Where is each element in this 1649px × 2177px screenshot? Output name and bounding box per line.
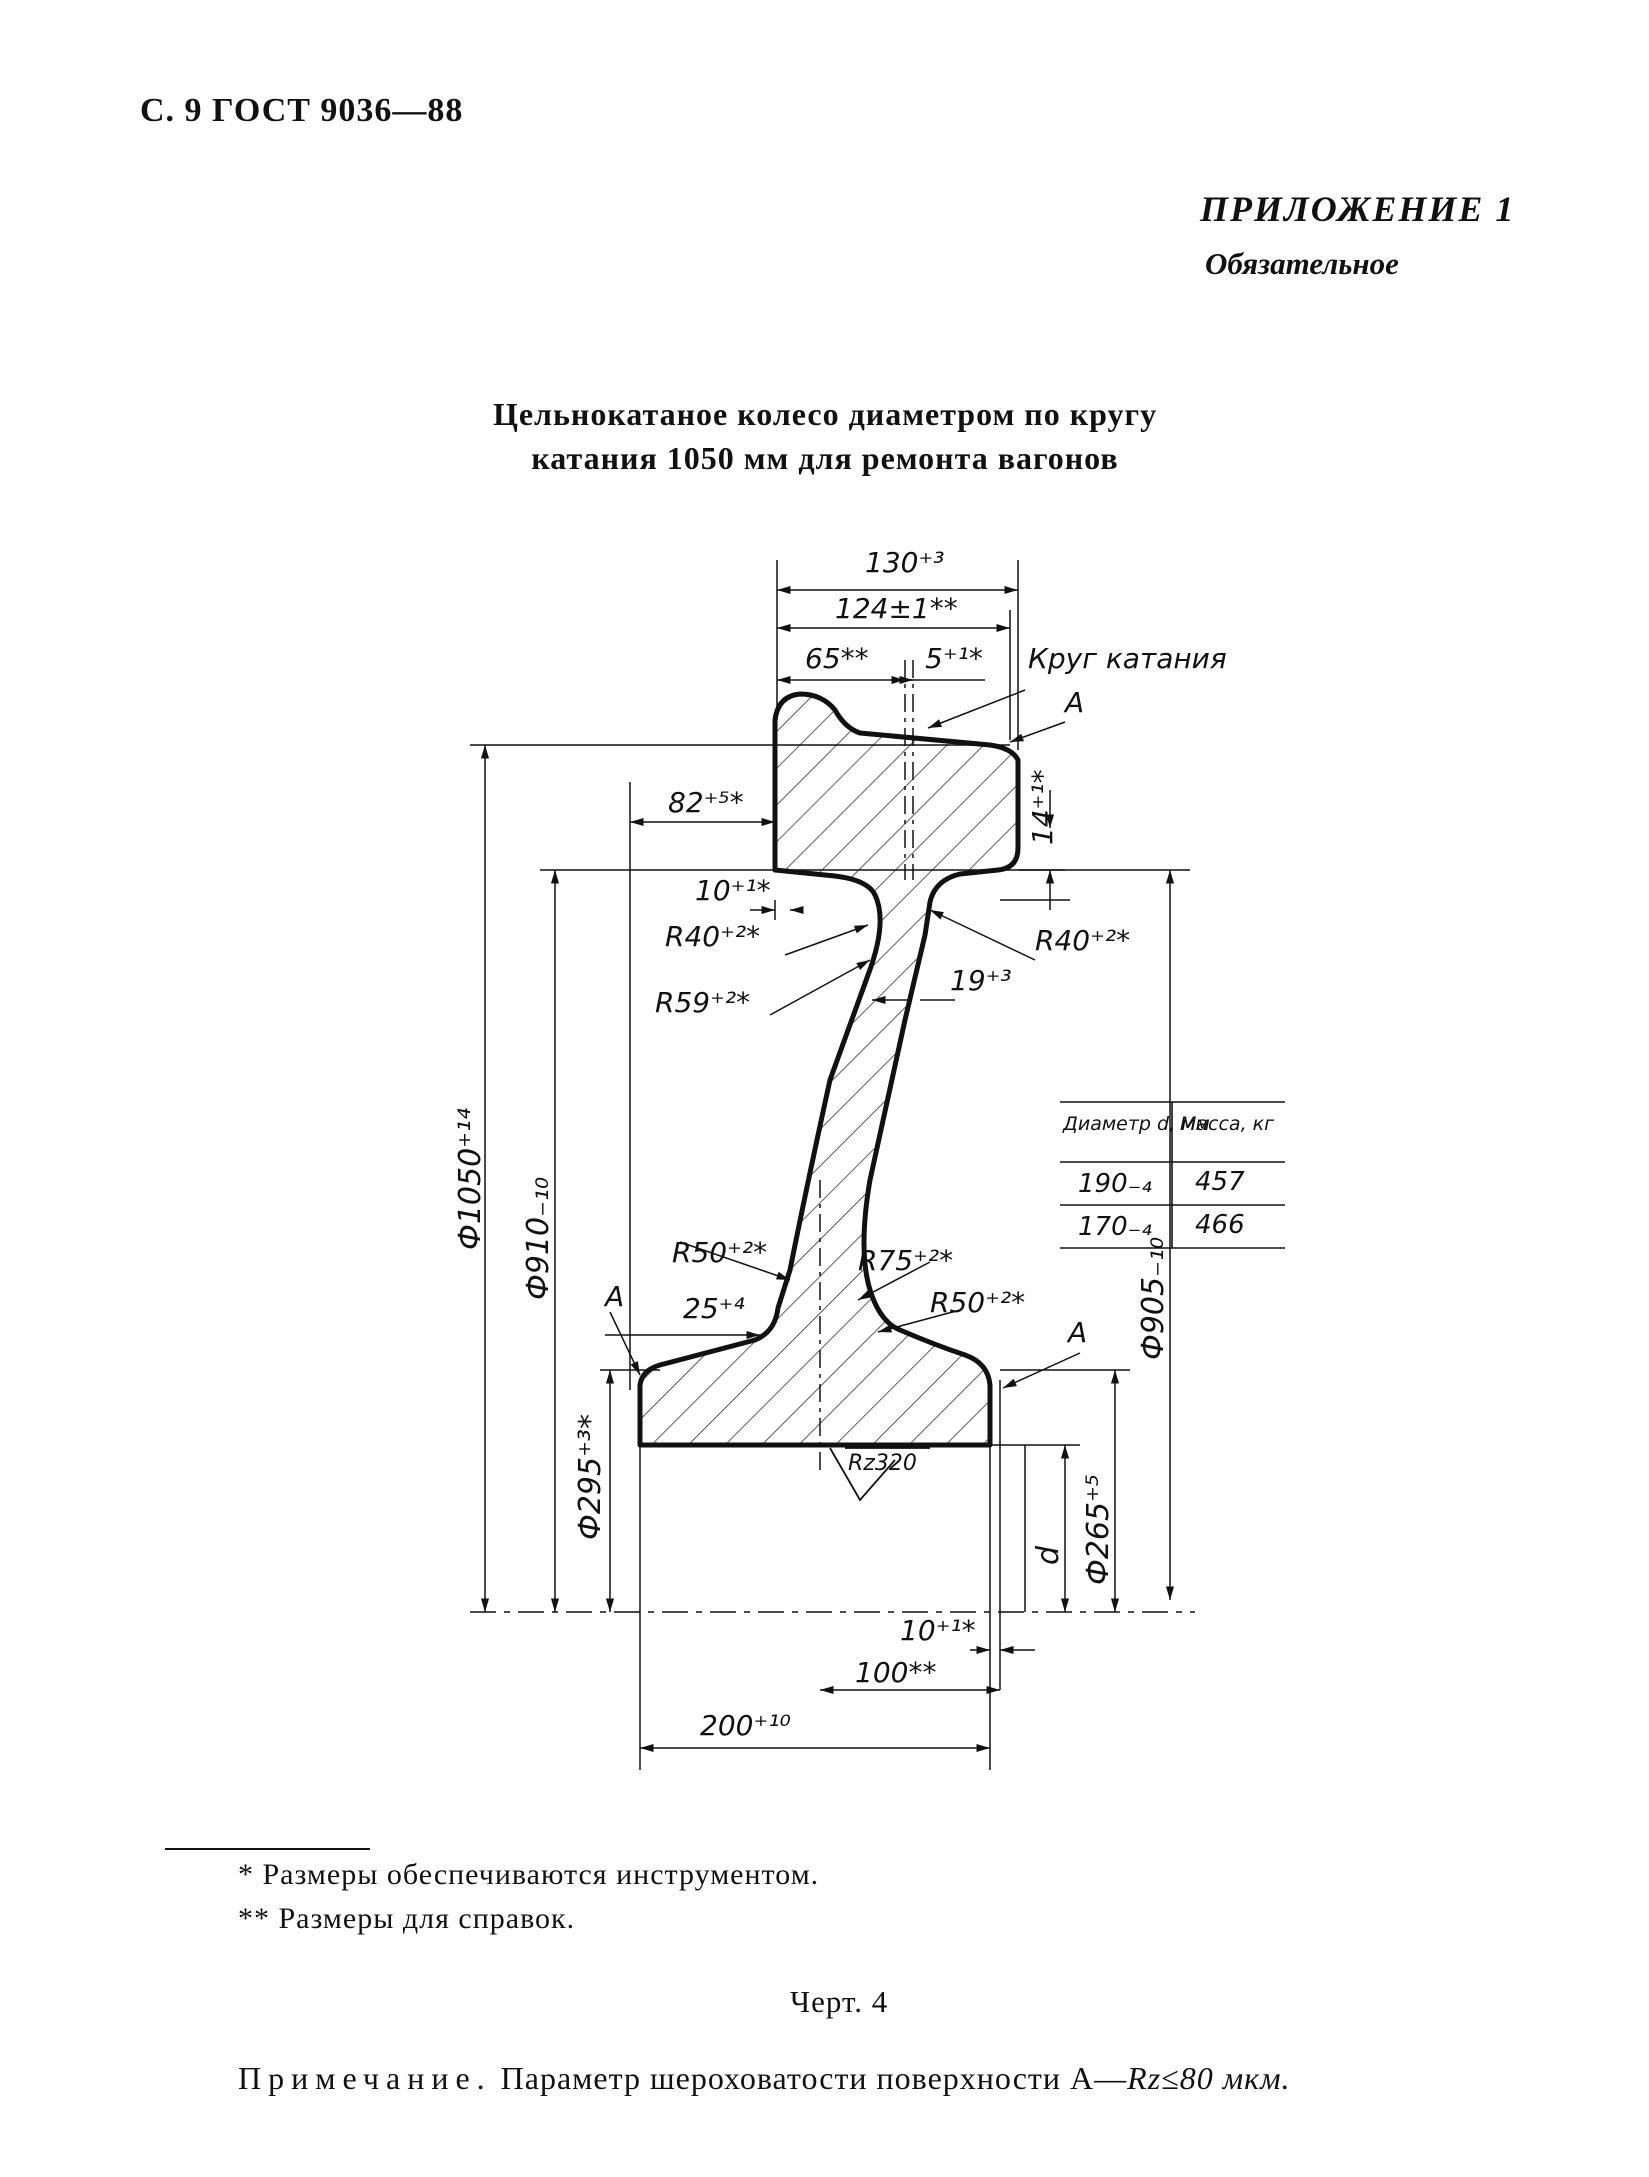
roughness-label: Rz320 (848, 1451, 917, 1476)
title-line-1: Цельнокатаное колесо диаметром по кругу (492, 396, 1158, 432)
table-row-1-diameter: 190₋₄ (1078, 1169, 1152, 1199)
page-header: С. 9 ГОСТ 9036—88 (140, 92, 464, 129)
dim-100: 100** (855, 1656, 936, 1689)
diameter-d-label: d (1031, 1545, 1066, 1565)
r50-right-label: R50⁺²* (930, 1286, 1025, 1319)
dim-10-top: 10⁺¹* (695, 874, 771, 907)
footnote-1: * Размеры обеспечиваются инструментом. (238, 1858, 820, 1891)
title-line-2: катания 1050 мм для ремонта вагонов (531, 440, 1119, 476)
table-row-2-mass: 466 (1195, 1210, 1245, 1240)
table-row-2-diameter: 170₋₄ (1078, 1212, 1152, 1242)
footnote-rule (165, 1848, 370, 1850)
dim-5: 5⁺¹* (925, 642, 983, 675)
dia-910: Ф910₋₁₀ (521, 1177, 556, 1300)
figure-caption: Черт. 4 (790, 1984, 889, 2019)
surface-a-left-label: А (603, 1280, 624, 1313)
r40-left-label: R40⁺²* (665, 920, 760, 953)
dim-200: 200⁺¹⁰ (700, 1709, 791, 1742)
note-label: Примечание. (238, 2060, 492, 2096)
dia-905: Ф905₋₁₀ (1136, 1237, 1171, 1360)
table-header-mass: Масса, кг (1180, 1113, 1275, 1135)
footnote-2: ** Размеры для справок. (238, 1902, 576, 1935)
wheel-profile (637, 660, 1021, 1470)
table-header-diameter: Диаметр d, мм (1062, 1113, 1210, 1135)
appendix-label: ПРИЛОЖЕНИЕ 1 (1200, 189, 1516, 229)
dim-14: 14⁺¹* (1026, 769, 1059, 845)
dia-1050: Ф1050⁺¹⁴ (453, 1108, 488, 1250)
dim-124: 124±1** (835, 592, 958, 625)
note-text: Параметр шероховатости поверхности А— (500, 2060, 1128, 2096)
surface-a-right-label: А (1066, 1316, 1087, 1349)
dia-295: Ф295⁺³* (573, 1414, 608, 1540)
dim-25: 25⁺⁴ (683, 1292, 745, 1325)
dim-10-bottom: 10⁺¹* (900, 1614, 976, 1647)
r75-label: R75⁺²* (858, 1244, 953, 1277)
r59-label: R59⁺²* (655, 986, 750, 1019)
dim-130: 130⁺³ (865, 546, 944, 579)
note-formula: Rz≤80 мкм. (1127, 2060, 1291, 2096)
table-row-1-mass: 457 (1195, 1167, 1245, 1197)
note: Примечание. Параметр шероховатости повер… (238, 2060, 1291, 2097)
mass-table: Диаметр d, мм Масса, кг 190₋₄ 457 170₋₄ … (1060, 1101, 1285, 1249)
r40-right-label: R40⁺²* (1035, 924, 1130, 957)
dia-265: Ф265⁺⁵ (1081, 1474, 1116, 1585)
drawing-title: Цельнокатаное колесо диаметром по кругу … (300, 392, 1350, 480)
dimension-labels: 130⁺³ 124±1** 65** 5⁺¹* Круг катания А 8… (453, 546, 1227, 1742)
rolling-circle-label: Круг катания (1028, 642, 1227, 675)
dim-19: 19⁺³ (950, 964, 1012, 997)
dim-82: 82⁺⁵* (668, 786, 744, 819)
appendix-status: Обязательное (1205, 246, 1399, 281)
dim-65: 65** (805, 642, 869, 675)
surface-a-top-label: А (1063, 686, 1084, 719)
dimension-lines (470, 560, 1195, 1770)
r50-left-label: R50⁺²* (672, 1236, 767, 1269)
